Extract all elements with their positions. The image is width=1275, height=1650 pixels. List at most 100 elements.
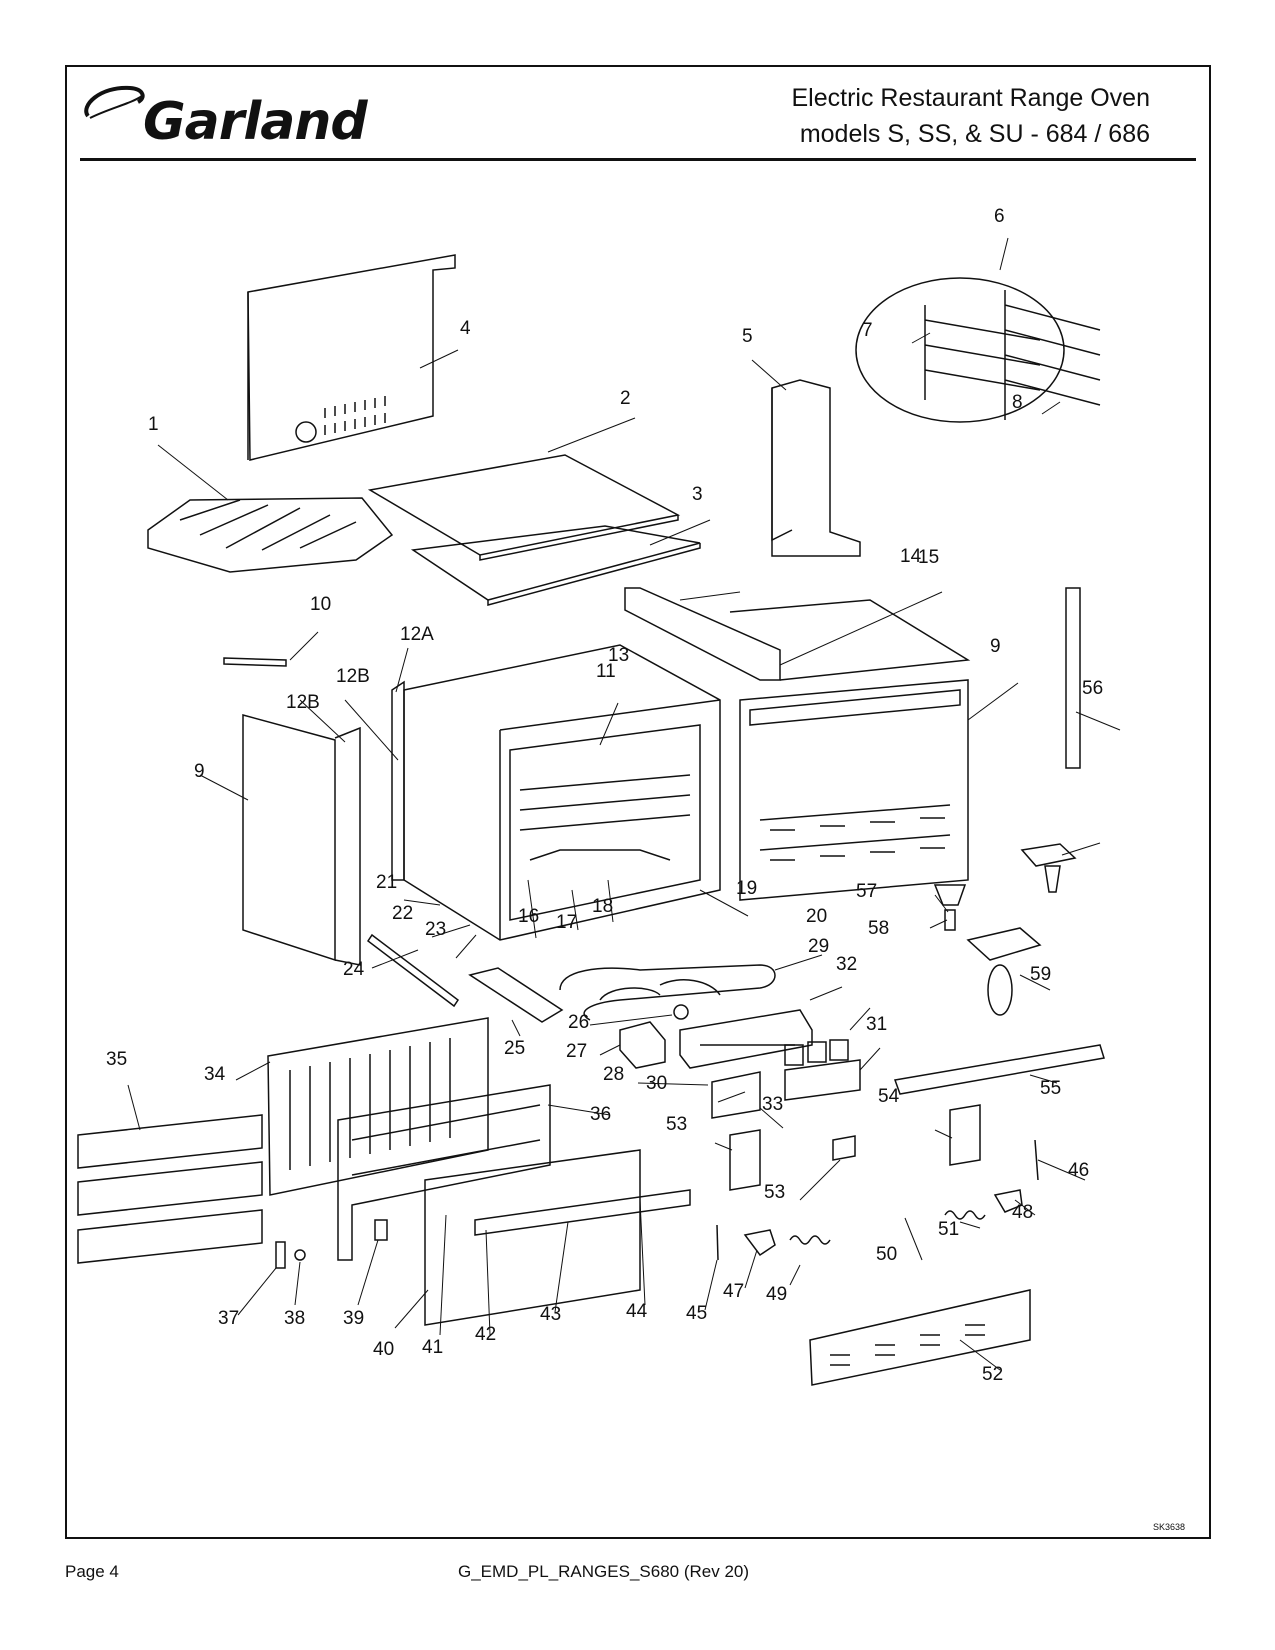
callout-label-53: 53 [764,1182,785,1203]
callout-label-53: 53 [666,1114,687,1135]
garland-swoosh-logo [84,85,145,119]
callout-label-57: 57 [856,881,877,902]
page-subtitle: models S, SS, & SU - 684 / 686 [799,120,1150,148]
header-rule [80,158,1196,161]
callout-label-5: 5 [742,326,753,347]
callout-label-38: 38 [284,1308,305,1329]
callout-label-35: 35 [106,1049,127,1070]
part-leg-insert [944,909,956,931]
part-mount-bracket-right [949,1104,981,1166]
callout-label-10: 10 [310,594,331,615]
part-adjustable-foot [1020,843,1077,893]
callout-label-23: 23 [425,919,446,940]
callout-label-17: 17 [556,912,577,933]
callout-label-4: 4 [460,318,471,339]
page-frame [65,65,1211,1539]
part-terminal-cover [619,1021,666,1069]
callout-label-33: 33 [762,1094,783,1115]
callout-label-14: 14 [900,546,922,567]
part-oven-body [403,644,721,941]
part-washer [294,1249,306,1261]
callout-label-30: 30 [646,1073,667,1094]
callout-label-43: 43 [540,1304,561,1325]
part-top-trim-rail [624,587,971,681]
part-thermostat-knob [673,1004,689,1020]
part-mount-bracket-center [832,1135,856,1161]
callout-label-58: 58 [868,918,889,939]
callout-label-8: 8 [1012,392,1023,413]
document-id: G_EMD_PL_RANGES_S680 (Rev 20) [458,1562,750,1581]
callout-label-51: 51 [938,1219,959,1240]
page-title: Electric Restaurant Range Oven [791,84,1150,112]
part-angle-strip [366,933,460,1008]
callout-label-37: 37 [218,1308,239,1329]
part-door-frame [337,1084,551,1261]
callout-label-7: 7 [862,320,873,341]
callout-label-27: 27 [566,1041,587,1062]
part-top-grate [147,497,394,573]
part-hinge-plate [275,1241,286,1269]
callout-label-56: 56 [1082,678,1103,699]
part-spring-left [789,1235,831,1245]
callout-label-21: 21 [376,872,397,893]
part-outer-door [424,1149,691,1326]
callout-label-28: 28 [603,1064,624,1085]
callout-label-54: 54 [878,1086,900,1107]
callout-label-13: 13 [608,645,629,666]
brand-name: Garland [143,92,368,152]
part-side-insulation [391,680,405,881]
callout-label-22: 22 [392,903,413,924]
part-bottom-plate [468,967,564,1023]
callout-label-47: 47 [723,1281,744,1302]
callout-label-11: 11 [596,661,616,682]
callout-label-3: 3 [692,484,703,505]
part-heating-element [559,964,776,1021]
callout-label-2: 2 [620,388,631,409]
part-top-plate [367,454,681,561]
part-leg [933,884,967,906]
part-back-panel [247,254,456,461]
part-mount-bracket-left [729,1129,761,1191]
callout-label-52: 52 [982,1364,1003,1385]
callout-label-39: 39 [343,1308,364,1329]
callout-label-20: 20 [806,906,827,927]
callout-label-12B: 12B [286,692,320,713]
part-corner-post [1065,587,1081,769]
callout-label-59: 59 [1030,964,1051,985]
part-small-bracket [223,657,287,667]
callout-label-50: 50 [876,1244,897,1265]
part-kick-panel [809,1289,1031,1386]
callout-label-49: 49 [766,1284,787,1305]
callout-label-9: 9 [194,761,205,782]
part-infinite-switches [784,1039,849,1066]
drawing-number: SK3638 [1152,1522,1185,1532]
part-spring-right [944,1210,986,1220]
callout-label-32: 32 [836,954,857,975]
part-door-insulation [77,1114,263,1264]
part-spring-rod-right [1034,1139,1039,1181]
callout-label-46: 46 [1068,1160,1089,1181]
part-control-plate [711,1071,761,1119]
callout-label-42: 42 [475,1324,496,1345]
part-left-side-panel [242,714,336,962]
callout-label-25: 25 [504,1038,525,1059]
callout-label-34: 34 [204,1064,226,1085]
part-insulation-pad [410,525,701,606]
part-switch-panel [784,1059,861,1101]
callout-label-44: 44 [626,1301,648,1322]
callout-label-18: 18 [592,896,613,917]
part-right-cabinet [739,679,969,901]
callout-label-36: 36 [590,1104,611,1125]
callout-label-1: 1 [148,414,159,435]
callout-label-48: 48 [1012,1202,1033,1223]
part-side-bracket [771,379,861,557]
part-bottom-rail [893,1044,1105,1095]
callout-label-19: 19 [736,878,757,899]
part-inner-door-panel [267,1017,489,1196]
callout-label-55: 55 [1040,1078,1061,1099]
callout-label-15: 15 [918,547,939,568]
callout-label-26: 26 [568,1012,589,1033]
callout-label-29: 29 [808,936,829,957]
callout-label-16: 16 [518,906,539,927]
part-hinge-left [743,1229,776,1257]
